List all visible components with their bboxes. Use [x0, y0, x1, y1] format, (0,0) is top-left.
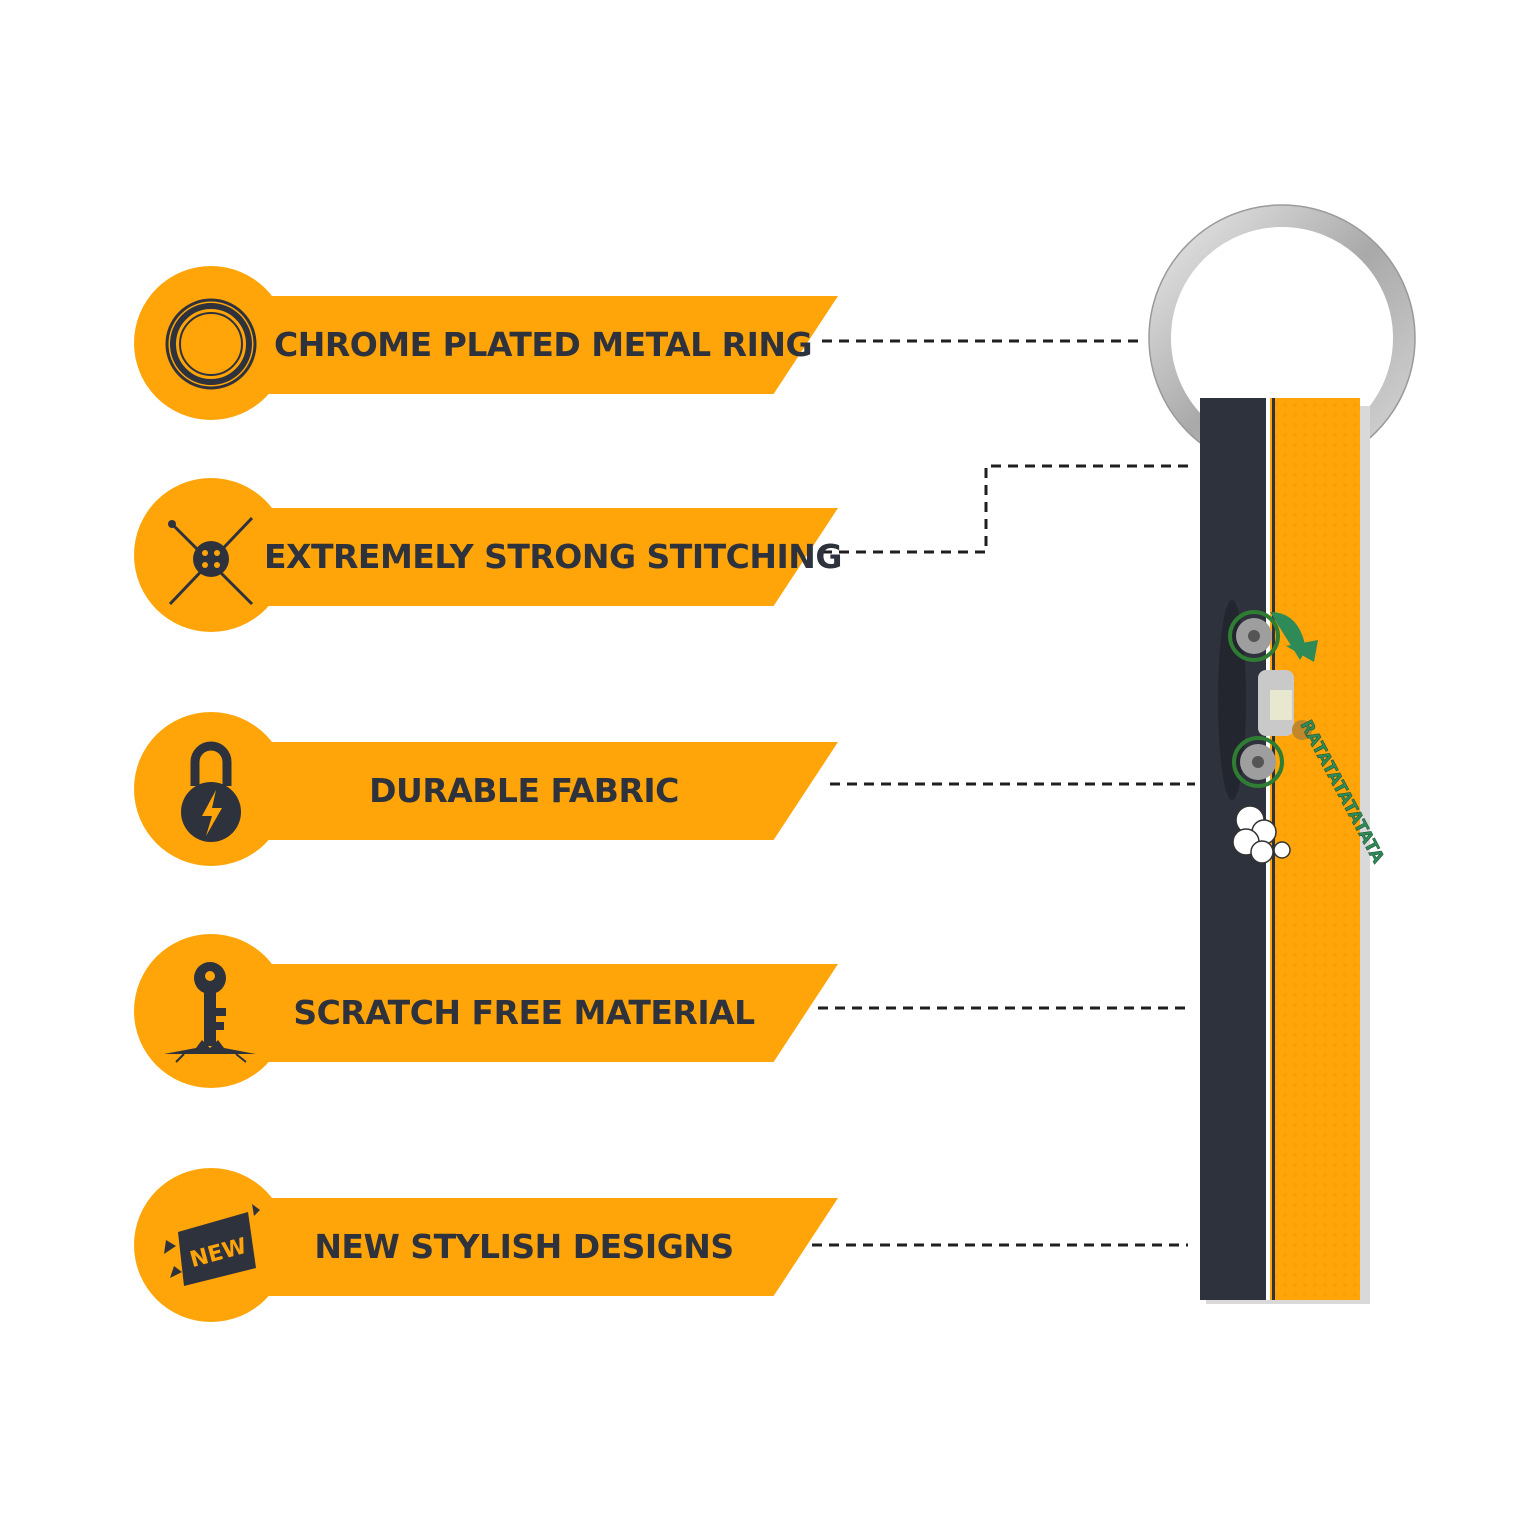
lock-lightning-icon [181, 741, 241, 842]
new-badge-icon: NEW [164, 1204, 260, 1286]
motorcycle-icon [1218, 600, 1318, 864]
ring-icon [165, 298, 257, 390]
feature-label: NEW STYLISH DESIGNS [314, 1227, 734, 1266]
feature-banner [194, 508, 838, 606]
needle-button-icon [168, 516, 254, 606]
feature-circle [134, 266, 288, 420]
feature-designs: NEW NEW STYLISH DESIGNS [134, 1168, 840, 1328]
feature-material: SCRATCH FREE MATERIAL [134, 934, 840, 1094]
feature-banner [194, 742, 838, 840]
feature-ring: CHROME PLATED METAL RING [134, 266, 840, 426]
leader-line-stitching [822, 464, 1192, 554]
feature-label: SCRATCH FREE MATERIAL [293, 993, 755, 1032]
feature-stitching: EXTREMELY STRONG STITCHING [134, 478, 842, 638]
feature-banner [194, 1198, 838, 1296]
feature-label: DURABLE FABRIC [369, 771, 679, 810]
key-icon [164, 962, 256, 1063]
feature-label: CHROME PLATED METAL RING [274, 325, 813, 364]
feature-fabric: DURABLE FABRIC [134, 712, 840, 872]
feature-banner [194, 296, 838, 394]
feature-label: EXTREMELY STRONG STITCHING [264, 537, 842, 576]
feature-banner [194, 964, 838, 1062]
